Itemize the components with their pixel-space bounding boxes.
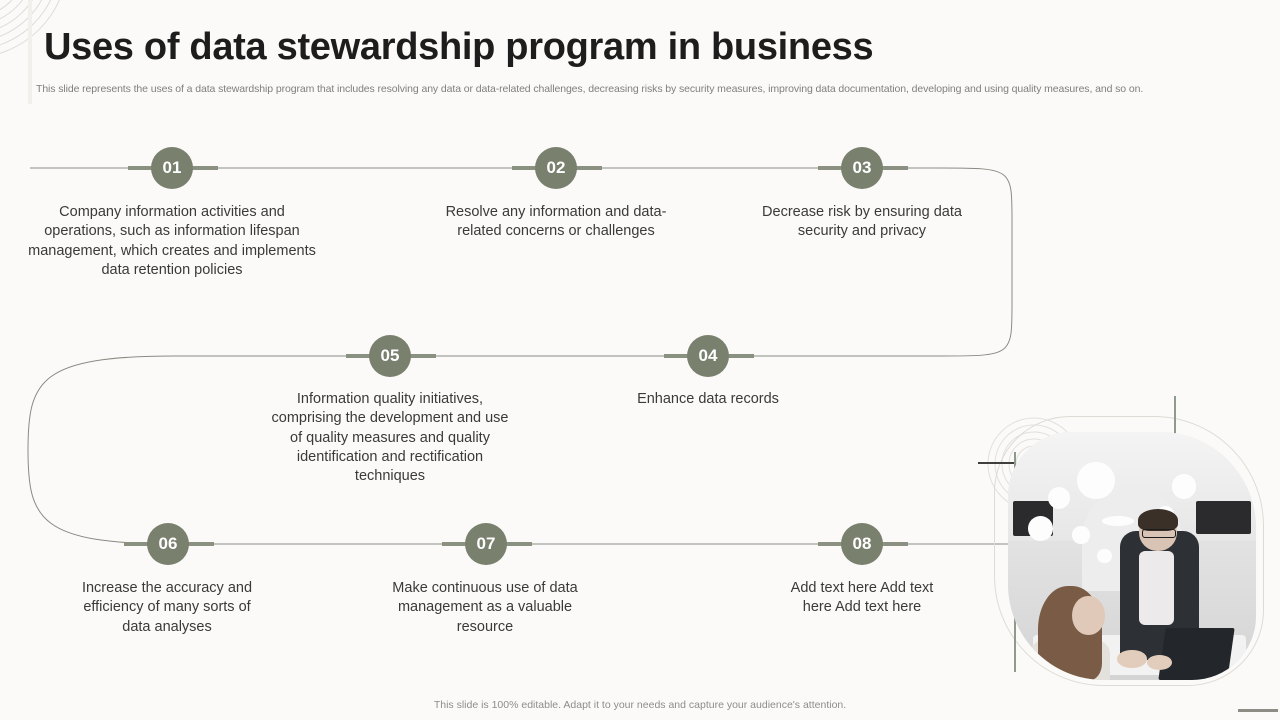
badge-number: 02 bbox=[546, 158, 566, 177]
timeline-badge-03[interactable]: 03 bbox=[841, 147, 883, 189]
photo-horizontal-accent bbox=[978, 462, 1016, 464]
photo-composition bbox=[978, 396, 1264, 686]
timeline-badge-06[interactable]: 06 bbox=[147, 523, 189, 565]
timeline-text-06: Increase the accuracy and efficiency of … bbox=[81, 580, 253, 635]
timeline-text-03: Decrease risk by ensuring data security … bbox=[762, 204, 962, 240]
page-subtitle: This slide represents the uses of a data… bbox=[36, 83, 1144, 95]
badge-number: 06 bbox=[158, 534, 178, 553]
badge-number: 01 bbox=[162, 158, 182, 177]
timeline-text-02: Resolve any information and data-related… bbox=[445, 204, 667, 240]
badge-number: 03 bbox=[852, 158, 872, 177]
timeline-text-01: Company information activities and opera… bbox=[28, 204, 316, 278]
timeline-badge-01[interactable]: 01 bbox=[151, 147, 193, 189]
timeline-badge-02[interactable]: 02 bbox=[535, 147, 577, 189]
page-title: Uses of data stewardship program in busi… bbox=[44, 26, 874, 68]
timeline-text-04: Enhance data records bbox=[637, 391, 779, 407]
left-accent-bar bbox=[28, 0, 32, 104]
badge-number: 07 bbox=[476, 534, 496, 553]
photo-outline-shape bbox=[994, 416, 1264, 686]
timeline-text-08: Add text here Add text here Add text her… bbox=[790, 580, 934, 616]
timeline-badge-04[interactable]: 04 bbox=[687, 335, 729, 377]
timeline-text-07: Make continuous use of data management a… bbox=[392, 580, 578, 635]
timeline-badge-07[interactable]: 07 bbox=[465, 523, 507, 565]
timeline-badge-08[interactable]: 08 bbox=[841, 523, 883, 565]
timeline-text-05: Information quality initiatives, compris… bbox=[271, 391, 509, 485]
bottom-right-accent-line bbox=[1238, 709, 1278, 712]
footer-note: This slide is 100% editable. Adapt it to… bbox=[433, 699, 847, 711]
badge-number: 08 bbox=[852, 534, 872, 553]
badge-number: 04 bbox=[698, 346, 718, 365]
team-photo bbox=[1008, 432, 1256, 680]
timeline-badge-05[interactable]: 05 bbox=[369, 335, 411, 377]
badge-number: 05 bbox=[380, 346, 400, 365]
